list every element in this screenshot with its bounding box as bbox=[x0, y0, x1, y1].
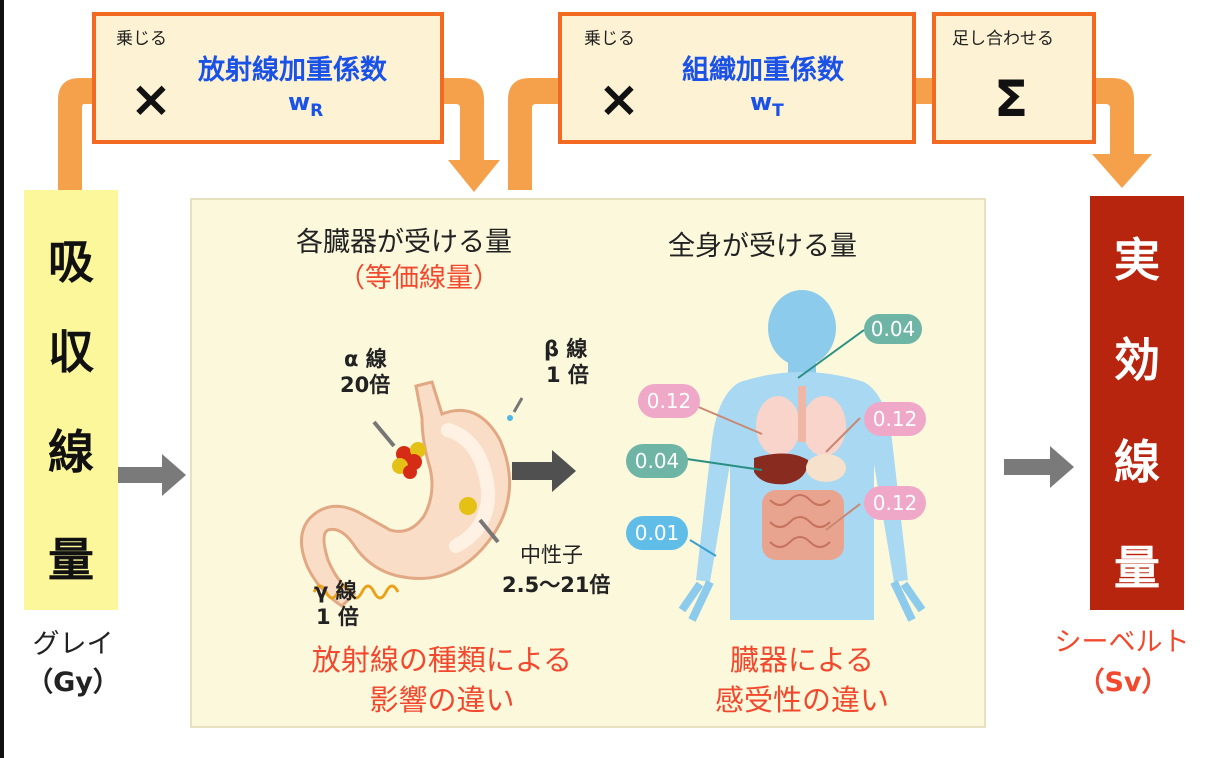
organ-dose-heading: 各臓器が受ける量 bbox=[296, 227, 512, 258]
radiation-type-caption-line2: 影響の違い bbox=[369, 683, 515, 717]
tissue-weighting-box: 乗じる × 組織加重係数 wT bbox=[558, 12, 916, 144]
whole-body-heading: 全身が受ける量 bbox=[668, 231, 857, 262]
absorbed-dose-char: 収 bbox=[48, 325, 94, 379]
arrow-right-icon bbox=[118, 454, 186, 496]
sum-note: 足し合わせる bbox=[952, 29, 1054, 49]
multiply-icon: × bbox=[598, 70, 640, 128]
radiation-weighting-label: 放射線加重係数 bbox=[198, 55, 387, 86]
effective-dose-char: 線 bbox=[1114, 435, 1160, 489]
radiation-weighting-symbol: wR bbox=[288, 88, 324, 121]
neutron-label: 中性子 bbox=[520, 543, 583, 567]
alpha-ray-label: α 線 bbox=[344, 347, 387, 371]
arrow-right-icon bbox=[512, 450, 576, 492]
arrow-right-icon bbox=[1004, 446, 1074, 488]
dose-panel: 各臓器が受ける量 （等価線量） 全身が受ける量 α 線 20倍 β 線 1 倍 … bbox=[190, 198, 986, 728]
tissue-weighting-label: 組織加重係数 bbox=[682, 55, 844, 86]
organ-sensitivity-caption-line1: 臓器による bbox=[729, 643, 875, 677]
neutron-factor: 2.5〜21倍 bbox=[502, 573, 611, 597]
effective-dose-bar: 実 効 線 量 bbox=[1090, 196, 1184, 610]
absorbed-dose-char: 線 bbox=[48, 425, 94, 479]
gamma-factor: 1 倍 bbox=[316, 605, 359, 629]
beta-ray-label: β 線 bbox=[544, 337, 588, 361]
alpha-factor: 20倍 bbox=[340, 373, 391, 397]
sigma-icon: Σ bbox=[994, 70, 1029, 128]
sievert-unit-symbol: （Sv） bbox=[1077, 667, 1169, 698]
flow-arrow-up-left bbox=[58, 78, 96, 190]
multiply-note: 乗じる bbox=[116, 29, 167, 49]
multiply-note: 乗じる bbox=[584, 29, 635, 49]
effective-dose-char: 実 bbox=[1114, 233, 1160, 287]
flow-arrow-down-into-panel bbox=[440, 78, 500, 192]
gamma-ray-label: γ 線 bbox=[314, 579, 357, 603]
radiation-type-caption-line1: 放射線の種類による bbox=[311, 643, 573, 677]
beta-factor: 1 倍 bbox=[546, 363, 589, 387]
factor-bubble: 0.12 bbox=[638, 384, 700, 418]
effective-dose-char: 量 bbox=[1114, 541, 1160, 595]
factor-bubble: 0.12 bbox=[864, 486, 926, 520]
sievert-unit-name: シーベルト bbox=[1054, 627, 1190, 658]
absorbed-dose-bar: 吸 収 線 量 bbox=[24, 190, 118, 610]
absorbed-dose-char: 量 bbox=[48, 533, 94, 587]
radiation-weighting-box: 乗じる × 放射線加重係数 wR bbox=[92, 12, 444, 144]
left-border-line bbox=[0, 0, 4, 758]
multiply-icon: × bbox=[130, 70, 172, 128]
factor-bubble: 0.01 bbox=[626, 516, 688, 550]
organ-sensitivity-caption-line2: 感受性の違い bbox=[714, 683, 889, 717]
equivalent-dose-heading: （等価線量） bbox=[338, 263, 500, 294]
factor-bubble: 0.04 bbox=[626, 444, 688, 478]
gray-unit-symbol: （Gy） bbox=[26, 667, 120, 698]
sum-box: 足し合わせる Σ bbox=[932, 12, 1096, 144]
effective-dose-char: 効 bbox=[1114, 333, 1160, 387]
factor-bubble: 0.04 bbox=[864, 314, 922, 344]
flow-arrow-up-right bbox=[508, 78, 562, 190]
factor-bubble: 0.12 bbox=[864, 402, 926, 436]
human-body-illustration bbox=[678, 290, 926, 622]
tissue-weighting-symbol: wT bbox=[750, 88, 784, 121]
stomach-illustration bbox=[300, 380, 524, 608]
gray-unit-name: グレイ bbox=[32, 629, 114, 660]
absorbed-dose-char: 吸 bbox=[48, 235, 94, 289]
flow-arrow-down-right bbox=[1092, 78, 1152, 188]
